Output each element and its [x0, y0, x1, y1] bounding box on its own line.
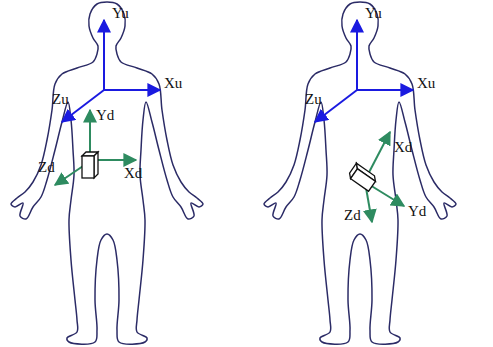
sensor-device [347, 163, 377, 191]
axis-label: Xd [124, 166, 142, 181]
axis-label: Yu [112, 6, 129, 21]
body-outline [264, 2, 456, 344]
axis-arrow [103, 20, 105, 90]
axis-arrow [356, 20, 358, 90]
body-outline [11, 2, 203, 344]
axis-arrow [104, 89, 160, 91]
axis-label: Yd [96, 108, 114, 123]
axis-label: Xu [164, 76, 182, 91]
axis-label: Xu [417, 76, 435, 91]
axis-label: Zd [344, 208, 361, 223]
sensor-device [82, 152, 98, 178]
axis-label: Zu [52, 92, 69, 107]
axis-label: Xd [394, 140, 412, 155]
axis-label: Zd [38, 160, 55, 175]
axis-arrow [357, 89, 413, 91]
axis-label: Yu [365, 6, 382, 21]
axis-label: Yd [408, 204, 426, 219]
axis-label: Zu [305, 92, 322, 107]
